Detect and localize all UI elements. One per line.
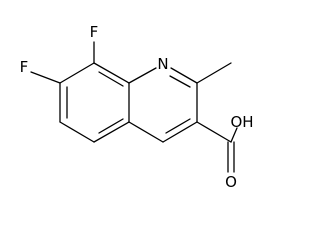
bond-c8-c8a bbox=[93, 62, 130, 84]
bond-c7-f bbox=[30, 71, 61, 84]
bond-c3-carboxyl bbox=[196, 121, 232, 143]
bond-c4-c4a bbox=[128, 121, 164, 143]
bond-n1-c2 bbox=[170, 67, 198, 84]
bond-c5-c6 bbox=[59, 121, 95, 143]
bond-c2-methyl bbox=[196, 62, 232, 84]
double-bond-n1-c2 bbox=[169, 75, 191, 88]
double-bond-c8-c8a bbox=[98, 71, 124, 87]
atom-label-nitrogen: N bbox=[157, 55, 168, 73]
atom-label-fluorine-top: F bbox=[90, 23, 99, 41]
double-bond-c3-c4 bbox=[165, 118, 191, 134]
atom-label-hydroxyl: OH bbox=[230, 113, 253, 131]
atom-label-carbonyl-oxygen: O bbox=[225, 173, 237, 191]
double-bond-c4a-c5 bbox=[98, 118, 124, 134]
bond-c8a-n1 bbox=[128, 67, 157, 84]
bond-c3-c4 bbox=[162, 121, 198, 143]
bond-c7-c8 bbox=[59, 62, 95, 84]
atom-label-fluorine-left: F bbox=[20, 58, 29, 76]
bond-carboxyl-oh bbox=[230, 127, 238, 143]
bond-c4a-c5 bbox=[93, 121, 130, 143]
chemical-structure-diagram: F F N OH O bbox=[20, 23, 254, 191]
